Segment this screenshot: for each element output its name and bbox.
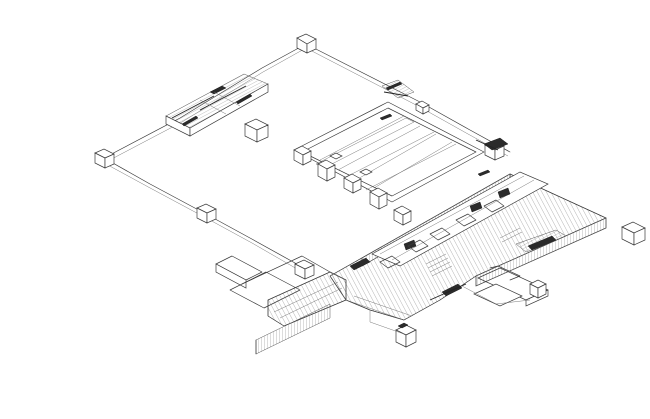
lower-main-deck — [329, 171, 607, 321]
tower-small-upper-right — [415, 100, 430, 115]
tower-left-mid — [196, 203, 217, 224]
lower-pier-right — [461, 265, 549, 307]
tower-base-bottom — [395, 322, 417, 348]
corner-tower-left — [94, 148, 115, 169]
tower-center — [244, 118, 269, 143]
corner-tower-top — [296, 33, 317, 54]
tower-bottom — [294, 259, 315, 280]
deck-rail-lines — [345, 295, 413, 335]
central-courtyard — [293, 101, 491, 203]
tower-detached-right — [621, 221, 646, 246]
escalator-block-upper-left — [165, 73, 269, 137]
escalator-upper-right — [381, 79, 509, 151]
lower-left-wing — [215, 255, 347, 355]
courtyard-cubes — [293, 145, 412, 226]
